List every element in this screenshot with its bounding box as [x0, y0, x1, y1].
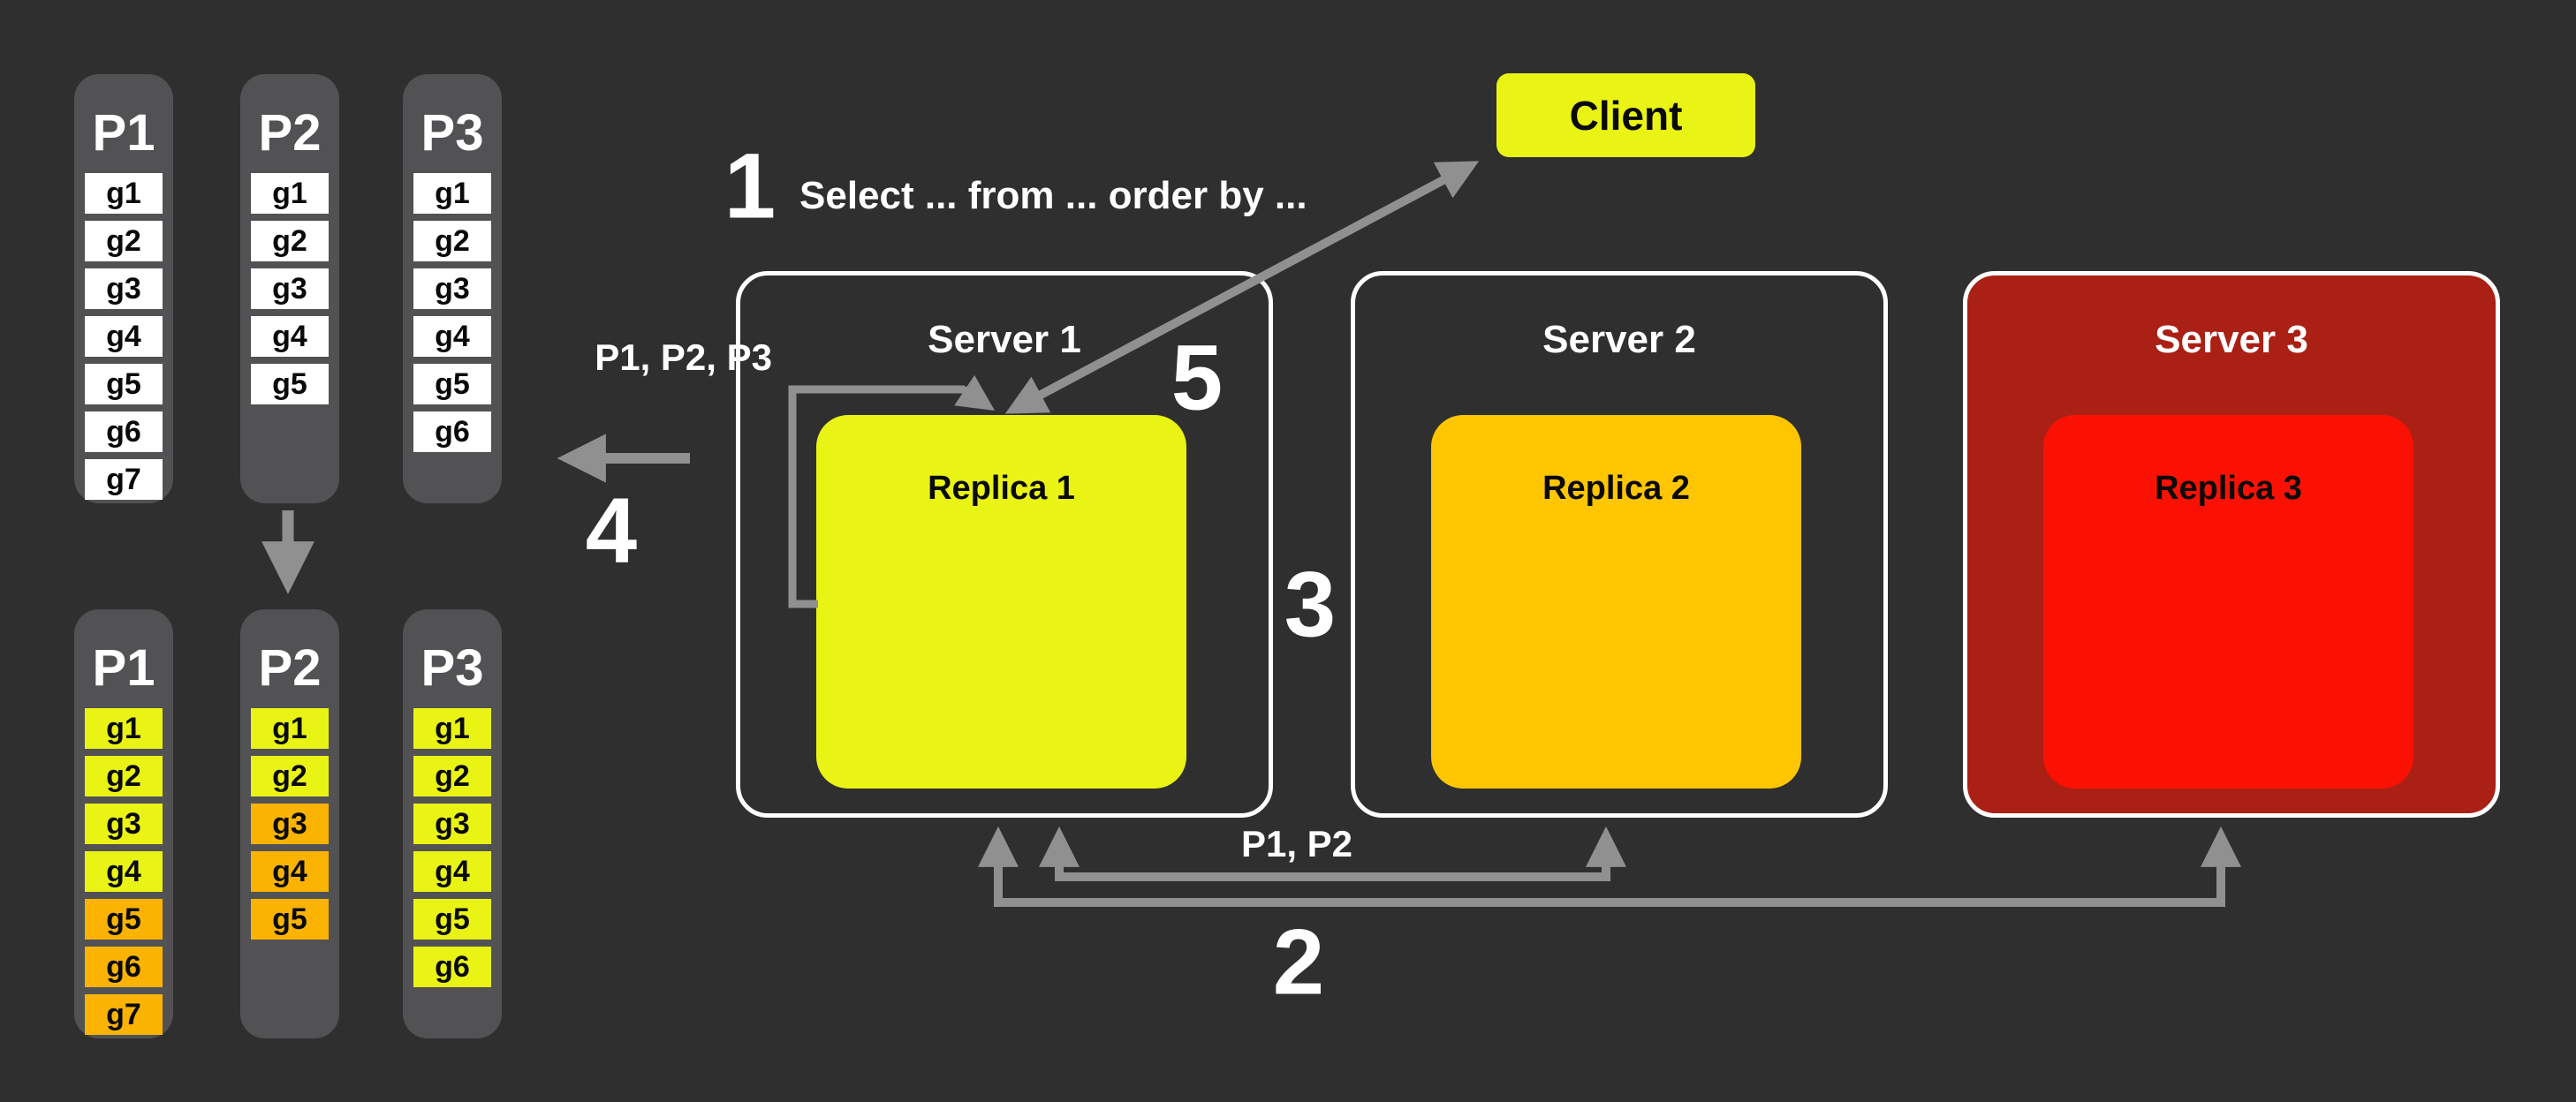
partition-cell: g3: [251, 804, 329, 844]
partition-cell-list: g1 g2 g3 g4 g5 g6 g7: [74, 173, 173, 500]
partition-column-top-p2: P2 g1 g2 g3 g4 g5: [240, 74, 339, 503]
partition-cell: g6: [85, 947, 163, 987]
partition-cell-list: g1 g2 g3 g4 g5: [240, 173, 339, 404]
replica-box-3: Replica 3: [2043, 415, 2413, 789]
partition-cell: g4: [413, 316, 491, 357]
partition-cell: g7: [85, 459, 163, 500]
partition-header: P3: [420, 104, 484, 162]
partition-cell: g2: [251, 221, 329, 261]
replica-label: Replica 2: [1542, 470, 1690, 507]
server-title: Server 2: [1542, 318, 1696, 361]
partition-cell: g3: [251, 268, 329, 309]
replica-box-2: Replica 2: [1431, 415, 1801, 789]
step-number-3: 3: [1284, 553, 1337, 657]
server-title: Server 3: [2155, 318, 2308, 361]
partition-column-bottom-p1: P1 g1 g2 g3 g4 g5 g6 g7: [74, 609, 173, 1038]
partition-header: P3: [420, 639, 484, 697]
partition-cell: g3: [85, 804, 163, 844]
partition-header: P2: [258, 639, 322, 697]
partition-column-top-p3: P3 g1 g2 g3 g4 g5 g6: [403, 74, 502, 503]
client-box: Client: [1496, 73, 1755, 157]
partition-cell: g3: [85, 268, 163, 309]
query-text: Select ... from ... order by ...: [799, 174, 1307, 217]
partition-cell: g5: [251, 364, 329, 404]
partition-cell: g1: [413, 173, 491, 214]
partition-column-top-p1: P1 g1 g2 g3 g4 g5 g6 g7: [74, 74, 173, 503]
step-number-4: 4: [585, 479, 638, 583]
partition-cell: g2: [251, 756, 329, 796]
partition-header: P1: [92, 639, 155, 697]
fetch-partitions-label: P1, P2: [1240, 823, 1353, 864]
server-box-3: Server 3 Replica 3: [1963, 271, 2500, 818]
partition-cell: g4: [413, 851, 491, 892]
partition-header: P1: [92, 104, 155, 162]
replica-label: Replica 3: [2155, 470, 2302, 507]
partition-cell-list: g1 g2 g3 g4 g5 g6 g7: [74, 708, 173, 1035]
partition-cell-list: g1 g2 g3 g4 g5 g6: [403, 708, 502, 987]
partition-cell: g1: [251, 173, 329, 214]
partition-cell: g5: [251, 899, 329, 940]
partition-cell: g7: [85, 994, 163, 1035]
partition-cell: g6: [413, 411, 491, 452]
partition-cell: g4: [85, 851, 163, 892]
scatter-arrow-server1-server3: [978, 826, 2241, 907]
client-label: Client: [1569, 92, 1683, 139]
partition-column-bottom-p3: P3 g1 g2 g3 g4 g5 g6: [403, 609, 502, 1038]
replica-box-1: Replica 1: [816, 415, 1186, 789]
partition-cell: g1: [85, 708, 163, 749]
partition-cell: g5: [85, 364, 163, 404]
partition-cell: g6: [413, 947, 491, 987]
replica-label: Replica 1: [928, 470, 1075, 507]
partition-cell: g3: [413, 804, 491, 844]
partition-cell: g4: [85, 316, 163, 357]
partition-cell: g2: [413, 221, 491, 261]
partition-header: P2: [258, 104, 322, 162]
step-number-5: 5: [1171, 326, 1224, 430]
partition-cell: g2: [413, 756, 491, 796]
partition-cell: g3: [413, 268, 491, 309]
partition-column-bottom-p2: P2 g1 g2 g3 g4 g5: [240, 609, 339, 1038]
partition-cell: g5: [413, 364, 491, 404]
partition-cell: g1: [251, 708, 329, 749]
partition-cell: g2: [85, 221, 163, 261]
partition-cell: g1: [413, 708, 491, 749]
step-number-1: 1: [724, 134, 777, 238]
partition-cell: g2: [85, 756, 163, 796]
step-number-2: 2: [1272, 910, 1325, 1015]
server-box-2: Server 2 Replica 2: [1351, 271, 1888, 818]
partition-cell-list: g1 g2 g3 g4 g5 g6: [403, 173, 502, 452]
partition-cell: g4: [251, 851, 329, 892]
partition-cell: g4: [251, 316, 329, 357]
partition-cell: g5: [85, 899, 163, 940]
partition-cell: g1: [85, 173, 163, 214]
partition-cell: g6: [85, 411, 163, 452]
partition-cell-list: g1 g2 g3 g4 g5: [240, 708, 339, 940]
partition-cell: g5: [413, 899, 491, 940]
scatter-partitions-label: P1, P2, P3: [595, 336, 772, 378]
